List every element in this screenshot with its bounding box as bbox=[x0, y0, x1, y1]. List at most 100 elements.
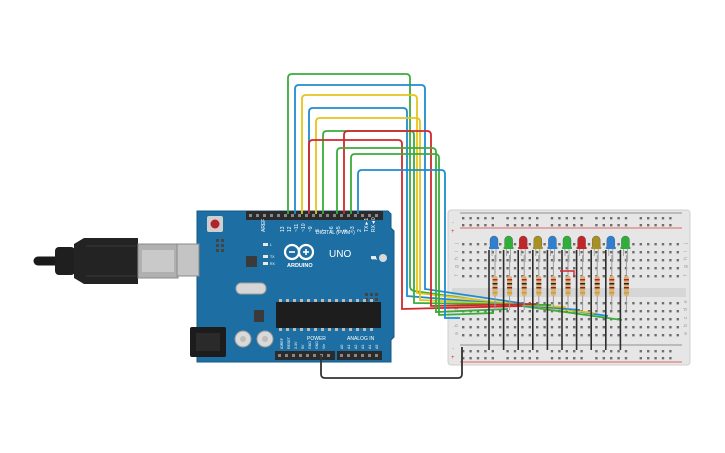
breadboard-hole[interactable] bbox=[573, 224, 576, 227]
breadboard-hole[interactable] bbox=[499, 318, 502, 321]
breadboard-hole[interactable] bbox=[654, 357, 657, 360]
analog-header-pin[interactable] bbox=[368, 354, 371, 357]
breadboard-hole[interactable] bbox=[587, 267, 591, 270]
wire-red-1[interactable] bbox=[343, 130, 537, 307]
breadboard-hole[interactable] bbox=[587, 318, 591, 321]
breadboard-hole[interactable] bbox=[573, 302, 576, 305]
breadboard-hole[interactable] bbox=[550, 334, 554, 337]
led[interactable] bbox=[504, 235, 513, 249]
breadboard-hole[interactable] bbox=[647, 251, 650, 254]
breadboard-hole[interactable] bbox=[469, 275, 472, 278]
breadboard-hole[interactable] bbox=[595, 217, 598, 220]
breadboard-hole[interactable] bbox=[558, 251, 561, 254]
breadboard-hole[interactable] bbox=[521, 318, 524, 321]
breadboard-hole[interactable] bbox=[513, 224, 517, 227]
breadboard-hole[interactable] bbox=[476, 217, 480, 220]
breadboard-hole[interactable] bbox=[513, 259, 517, 262]
breadboard-hole[interactable] bbox=[632, 310, 635, 313]
breadboard-hole[interactable] bbox=[469, 217, 472, 220]
breadboard-hole[interactable] bbox=[602, 251, 605, 254]
breadboard-hole[interactable] bbox=[550, 224, 554, 227]
breadboard-hole[interactable] bbox=[536, 259, 539, 262]
breadboard-hole[interactable] bbox=[639, 334, 642, 337]
resistor[interactable] bbox=[609, 276, 615, 296]
digital-header-pin[interactable] bbox=[284, 214, 287, 217]
breadboard-hole[interactable] bbox=[573, 217, 576, 220]
arduino-uno-board[interactable]: ARDUINO UNO DIGITAL (PWM~) POWER ANALOG … bbox=[176, 210, 395, 363]
breadboard-hole[interactable] bbox=[639, 326, 642, 329]
breadboard-hole[interactable] bbox=[580, 334, 583, 337]
breadboard-hole[interactable] bbox=[632, 267, 635, 270]
breadboard-hole[interactable] bbox=[565, 259, 568, 262]
breadboard-hole[interactable] bbox=[661, 334, 665, 337]
breadboard-hole[interactable] bbox=[543, 334, 546, 337]
breadboard-hole[interactable] bbox=[513, 217, 517, 220]
breadboard-hole[interactable] bbox=[476, 318, 480, 321]
breadboard-hole[interactable] bbox=[595, 350, 598, 353]
power-header-pin[interactable] bbox=[313, 354, 316, 357]
breadboard-hole[interactable] bbox=[632, 251, 635, 254]
breadboard-hole[interactable] bbox=[462, 251, 465, 254]
power-header-pin[interactable] bbox=[285, 354, 288, 357]
led[interactable] bbox=[577, 235, 586, 249]
digital-header-pin[interactable] bbox=[291, 214, 294, 217]
breadboard-hole[interactable] bbox=[528, 318, 531, 321]
breadboard-hole[interactable] bbox=[647, 334, 650, 337]
breadboard-hole[interactable] bbox=[610, 334, 613, 337]
analog-header-pin[interactable] bbox=[354, 354, 357, 357]
breadboard-hole[interactable] bbox=[506, 217, 509, 220]
jumper-wires[interactable] bbox=[287, 73, 623, 379]
led[interactable] bbox=[548, 235, 557, 249]
breadboard-hole[interactable] bbox=[647, 318, 650, 321]
breadboard-hole[interactable] bbox=[587, 310, 591, 313]
wire-green-1[interactable] bbox=[287, 73, 623, 321]
breadboard-hole[interactable] bbox=[661, 217, 665, 220]
breadboard-hole[interactable] bbox=[528, 275, 531, 278]
breadboard-hole[interactable] bbox=[506, 326, 509, 329]
analog-header-pin[interactable] bbox=[347, 354, 350, 357]
breadboard-hole[interactable] bbox=[506, 259, 509, 262]
breadboard-hole[interactable] bbox=[610, 326, 613, 329]
breadboard-hole[interactable] bbox=[632, 243, 635, 246]
breadboard-hole[interactable] bbox=[558, 275, 561, 278]
breadboard-hole[interactable] bbox=[639, 251, 642, 254]
breadboard-hole[interactable] bbox=[528, 224, 531, 227]
analog-header[interactable] bbox=[337, 351, 382, 360]
digital-header-pin[interactable] bbox=[298, 214, 301, 217]
breadboard-hole[interactable] bbox=[602, 357, 605, 360]
breadboard-hole[interactable] bbox=[513, 357, 517, 360]
digital-header-pin[interactable] bbox=[347, 214, 350, 217]
breadboard-hole[interactable] bbox=[469, 259, 472, 262]
breadboard-hole[interactable] bbox=[639, 259, 642, 262]
breadboard-hole[interactable] bbox=[602, 275, 605, 278]
breadboard-hole[interactable] bbox=[513, 310, 517, 313]
breadboard-hole[interactable] bbox=[528, 357, 531, 360]
wire-green-3[interactable] bbox=[336, 147, 509, 313]
breadboard-hole[interactable] bbox=[462, 259, 465, 262]
breadboard-hole[interactable] bbox=[676, 326, 679, 329]
breadboard-hole[interactable] bbox=[491, 326, 494, 329]
breadboard-hole[interactable] bbox=[499, 251, 502, 254]
breadboard-hole[interactable] bbox=[476, 357, 480, 360]
breadboard-hole[interactable] bbox=[587, 326, 591, 329]
breadboard-hole[interactable] bbox=[484, 326, 487, 329]
breadboard-hole[interactable] bbox=[647, 310, 650, 313]
breadboard-hole[interactable] bbox=[484, 334, 487, 337]
led[interactable] bbox=[606, 235, 615, 249]
breadboard-hole[interactable] bbox=[543, 243, 546, 246]
breadboard-hole[interactable] bbox=[543, 275, 546, 278]
breadboard-hole[interactable] bbox=[476, 259, 480, 262]
breadboard-hole[interactable] bbox=[528, 243, 531, 246]
breadboard-hole[interactable] bbox=[617, 259, 620, 262]
resistor[interactable] bbox=[492, 276, 498, 296]
usb-cable[interactable] bbox=[33, 238, 179, 284]
breadboard-hole[interactable] bbox=[602, 326, 605, 329]
breadboard-hole[interactable] bbox=[617, 357, 620, 360]
breadboard-hole[interactable] bbox=[484, 357, 487, 360]
breadboard-hole[interactable] bbox=[602, 267, 605, 270]
breadboard-hole[interactable] bbox=[624, 326, 628, 329]
led[interactable] bbox=[533, 235, 542, 249]
breadboard-hole[interactable] bbox=[513, 350, 517, 353]
breadboard-hole[interactable] bbox=[491, 275, 494, 278]
breadboard-hole[interactable] bbox=[573, 350, 576, 353]
